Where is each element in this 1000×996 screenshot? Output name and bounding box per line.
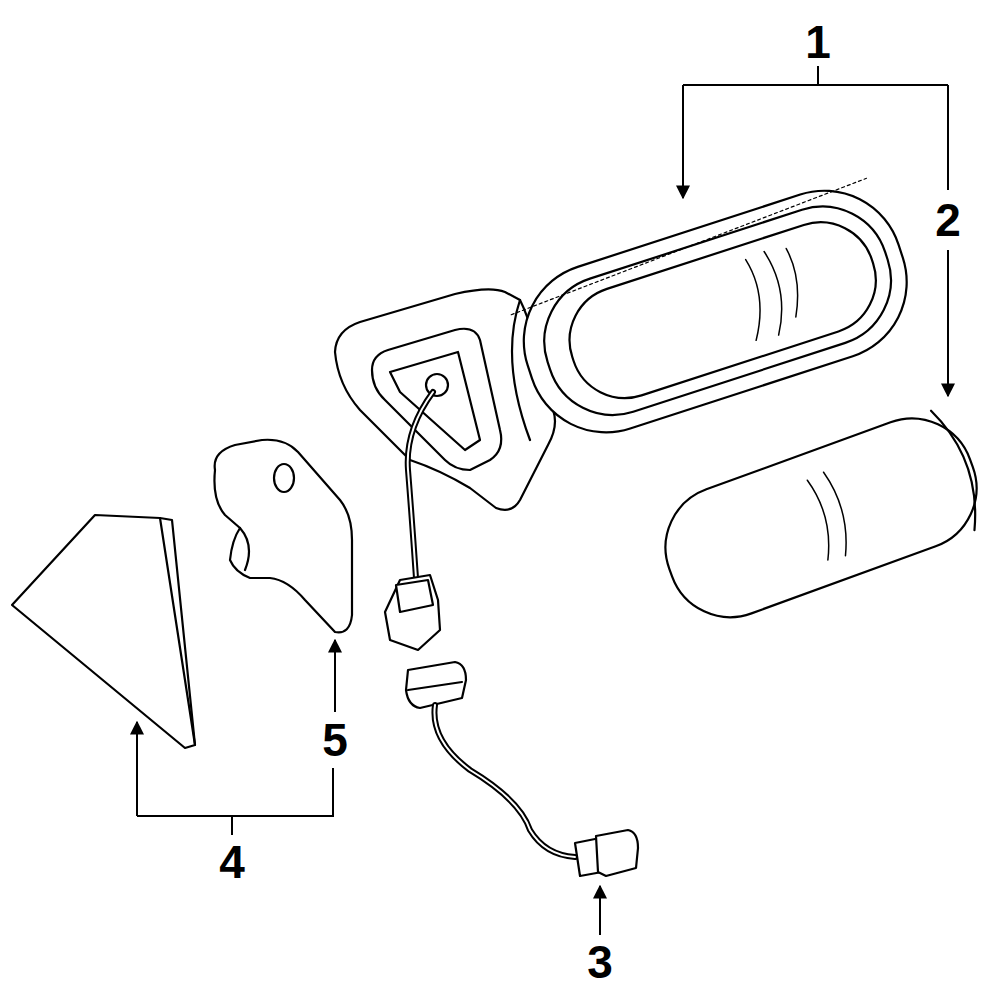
callout-number: 4 — [217, 839, 247, 885]
leader-lines — [137, 66, 948, 935]
callout-number: 1 — [803, 19, 833, 65]
mirror-glass — [648, 401, 994, 634]
callout-number: 2 — [933, 197, 963, 243]
mirror-base — [335, 289, 555, 509]
connector — [406, 662, 466, 708]
mirror-housing — [504, 170, 927, 452]
cover — [12, 515, 195, 748]
callout-number: 3 — [585, 939, 615, 985]
gasket — [214, 440, 352, 633]
connector — [385, 575, 440, 650]
callout-number: 5 — [320, 717, 350, 763]
